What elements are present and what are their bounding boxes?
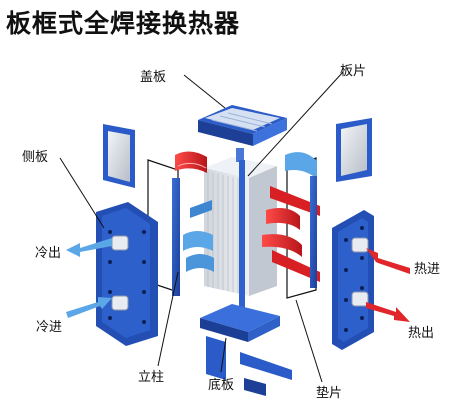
label-base-plate: 底板 xyxy=(208,378,235,393)
label-column: 立柱 xyxy=(138,370,165,385)
core-plate-pack xyxy=(204,148,277,296)
left-frame-plate xyxy=(103,124,135,188)
label-side-plate: 侧板 xyxy=(22,150,49,165)
left-side-plate xyxy=(96,202,158,346)
leader-lines xyxy=(59,71,344,383)
label-plate-sheet: 板片 xyxy=(340,64,367,79)
hot-in-arrow xyxy=(366,248,410,274)
label-hot-out: 热出 xyxy=(408,326,435,341)
flow-arrows xyxy=(66,238,410,322)
base-plate-part xyxy=(200,304,292,396)
right-side-plate xyxy=(332,210,374,350)
label-cover-plate: 盖板 xyxy=(140,70,167,85)
cold-manifolds xyxy=(183,152,317,272)
label-cold-out: 冷出 xyxy=(35,246,62,261)
cover-plate-part xyxy=(198,105,287,146)
label-cold-in: 冷进 xyxy=(36,320,63,335)
cold-out-arrow xyxy=(66,238,112,257)
columns xyxy=(172,160,317,310)
page-title: 板框式全焊接换热器 xyxy=(6,9,241,38)
label-hot-in: 热进 xyxy=(414,262,441,277)
hot-out-arrow xyxy=(366,302,410,322)
hot-manifolds xyxy=(175,151,320,282)
label-gasket: 垫片 xyxy=(316,386,343,401)
right-frame-plate xyxy=(336,118,372,182)
cold-in-arrow xyxy=(66,297,112,318)
